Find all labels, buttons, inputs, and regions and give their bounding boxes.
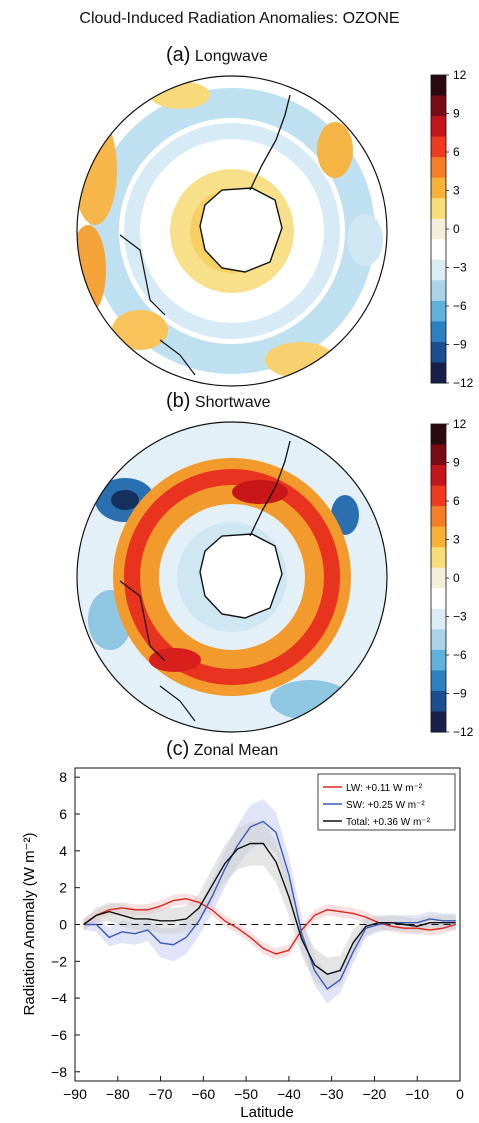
x-tick-label: −70 bbox=[149, 1086, 173, 1102]
sw-colorbar-tick-label: 12 bbox=[453, 417, 467, 431]
panel-b-name: Shortwave bbox=[194, 394, 271, 411]
longwave-map bbox=[76, 75, 388, 387]
shortwave-map bbox=[76, 421, 388, 733]
sw-colorbar-swatch bbox=[431, 444, 446, 466]
lw-colorbar-tick-label: −12 bbox=[453, 376, 474, 390]
lw-colorbar-swatch bbox=[431, 300, 446, 322]
panel-a-name: Longwave bbox=[194, 48, 268, 65]
lw-colorbar-swatch bbox=[431, 321, 446, 343]
x-tick-label: 0 bbox=[456, 1086, 464, 1102]
panel-a-letter: (a) bbox=[166, 44, 191, 66]
series-lines bbox=[83, 820, 456, 990]
x-tick-label: −40 bbox=[277, 1086, 301, 1102]
sw-colorbar-swatch bbox=[431, 567, 446, 589]
y-tick-label: 4 bbox=[59, 843, 67, 859]
panel-c-letter: (c) bbox=[166, 738, 190, 760]
sw-colorbar-tick-label: −9 bbox=[453, 687, 467, 701]
x-tick-label: −90 bbox=[63, 1086, 87, 1102]
lw-colorbar-swatch bbox=[431, 136, 446, 158]
x-tick-label: −10 bbox=[405, 1086, 429, 1102]
y-tick-label: 8 bbox=[59, 769, 67, 785]
lw-colorbar-swatch bbox=[431, 198, 446, 220]
lw-colorbar-swatch bbox=[431, 95, 446, 117]
y-tick-label: 0 bbox=[59, 917, 67, 933]
lw-colorbar-tick-label: −6 bbox=[453, 299, 467, 313]
sw-colorbar-swatch bbox=[431, 690, 446, 712]
legend-label: Total: +0.36 W m⁻² bbox=[346, 817, 431, 828]
uncertainty-bands bbox=[83, 799, 456, 1004]
sw-colorbar-tick-label: −12 bbox=[453, 725, 474, 739]
series-line bbox=[83, 898, 456, 955]
y-tick-label: 6 bbox=[59, 806, 67, 822]
longwave-colorbar: 12 9 6 3 0 −3 −6 −9 −12 bbox=[430, 68, 474, 390]
panel-b-label: (b) Shortwave bbox=[166, 390, 271, 413]
sw-colorbar-tick-label: 3 bbox=[453, 533, 460, 547]
sw-colorbar-swatch bbox=[431, 670, 446, 692]
lw-colorbar-tick-label: 12 bbox=[453, 68, 467, 82]
lw-colorbar-swatch bbox=[431, 177, 446, 199]
y-tick-label: −8 bbox=[51, 1064, 67, 1080]
lw-colorbar-tick-label: 3 bbox=[453, 184, 460, 198]
x-tick-label: −20 bbox=[363, 1086, 387, 1102]
lw-colorbar-swatch bbox=[431, 218, 446, 240]
lw-colorbar-tick-label: 6 bbox=[453, 145, 460, 159]
y-tick-label: −6 bbox=[51, 1027, 67, 1043]
legend-label: SW: +0.25 W m⁻² bbox=[346, 800, 425, 811]
sw-colorbar-tick-label: −6 bbox=[453, 648, 467, 662]
zonal-mean-chart: −90 −80 −70 −60 −50 −40 −30 −20 −10 0 8 6 4 2 0 −2 −4 −6… bbox=[21, 767, 464, 1121]
x-tick-label: −60 bbox=[191, 1086, 215, 1102]
legend-label: LW: +0.11 W m⁻² bbox=[346, 783, 423, 794]
lw-colorbar-swatch bbox=[431, 341, 446, 363]
lw-colorbar-tick-label: −9 bbox=[453, 338, 467, 352]
sw-colorbar-swatch bbox=[431, 629, 446, 651]
series-band bbox=[83, 799, 456, 1004]
sw-colorbar-swatch bbox=[431, 424, 446, 446]
sw-colorbar-tick-label: 9 bbox=[453, 456, 460, 470]
sw-colorbar-swatch bbox=[431, 608, 446, 630]
sw-colorbar-swatch bbox=[431, 547, 446, 569]
sw-colorbar-swatch bbox=[431, 506, 446, 528]
sw-colorbar-swatch bbox=[431, 485, 446, 507]
lw-colorbar-swatch bbox=[431, 280, 446, 302]
lw-colorbar-tick-label: 9 bbox=[453, 107, 460, 121]
x-axis-label: Latitude bbox=[240, 1104, 293, 1121]
y-tick-label: −2 bbox=[51, 953, 67, 969]
y-axis-label: Radiation Anomaly (W m⁻²) bbox=[21, 833, 38, 1016]
lw-colorbar-swatch bbox=[431, 259, 446, 281]
y-axis-ticks: 8 6 4 2 0 −2 −4 −6 −8 bbox=[51, 769, 80, 1080]
sw-colorbar-swatch bbox=[431, 711, 446, 733]
sw-colorbar-swatch bbox=[431, 526, 446, 548]
sw-colorbar-swatch bbox=[431, 588, 446, 610]
x-tick-label: −50 bbox=[234, 1086, 258, 1102]
panel-a-label: (a) Longwave bbox=[166, 44, 268, 67]
x-tick-label: −30 bbox=[320, 1086, 344, 1102]
lw-colorbar-tick-label: −3 bbox=[453, 261, 467, 275]
lw-colorbar-swatch bbox=[431, 239, 446, 261]
lw-colorbar-swatch bbox=[431, 157, 446, 179]
sw-colorbar-tick-label: 0 bbox=[453, 571, 460, 585]
lw-colorbar-tick-label: 0 bbox=[453, 222, 460, 236]
figure-title: Cloud-Induced Radiation Anomalies: OZONE bbox=[79, 10, 400, 27]
sw-colorbar-swatch bbox=[431, 465, 446, 487]
series-line bbox=[83, 842, 456, 975]
sw-colorbar-tick-label: −3 bbox=[453, 610, 467, 624]
shortwave-colorbar: 12 9 6 3 0 −3 −6 −9 −12 bbox=[430, 417, 474, 739]
y-tick-label: −4 bbox=[51, 990, 67, 1006]
panel-b-letter: (b) bbox=[166, 390, 191, 412]
legend: LW: +0.11 W m⁻² SW: +0.25 W m⁻² Total: +0.… bbox=[317, 773, 456, 831]
panel-c-label: (c) Zonal Mean bbox=[166, 738, 278, 761]
panel-c-name: Zonal Mean bbox=[193, 742, 279, 759]
x-axis-ticks: −90 −80 −70 −60 −50 −40 −30 −20 −10 0 bbox=[63, 1076, 464, 1102]
lw-colorbar-swatch bbox=[431, 75, 446, 97]
y-tick-label: 2 bbox=[59, 880, 67, 896]
lw-colorbar-swatch bbox=[431, 116, 446, 138]
sw-colorbar-tick-label: 6 bbox=[453, 494, 460, 508]
x-tick-label: −80 bbox=[106, 1086, 130, 1102]
series-band bbox=[83, 821, 456, 991]
sw-colorbar-swatch bbox=[431, 649, 446, 671]
lw-colorbar-swatch bbox=[431, 362, 446, 384]
